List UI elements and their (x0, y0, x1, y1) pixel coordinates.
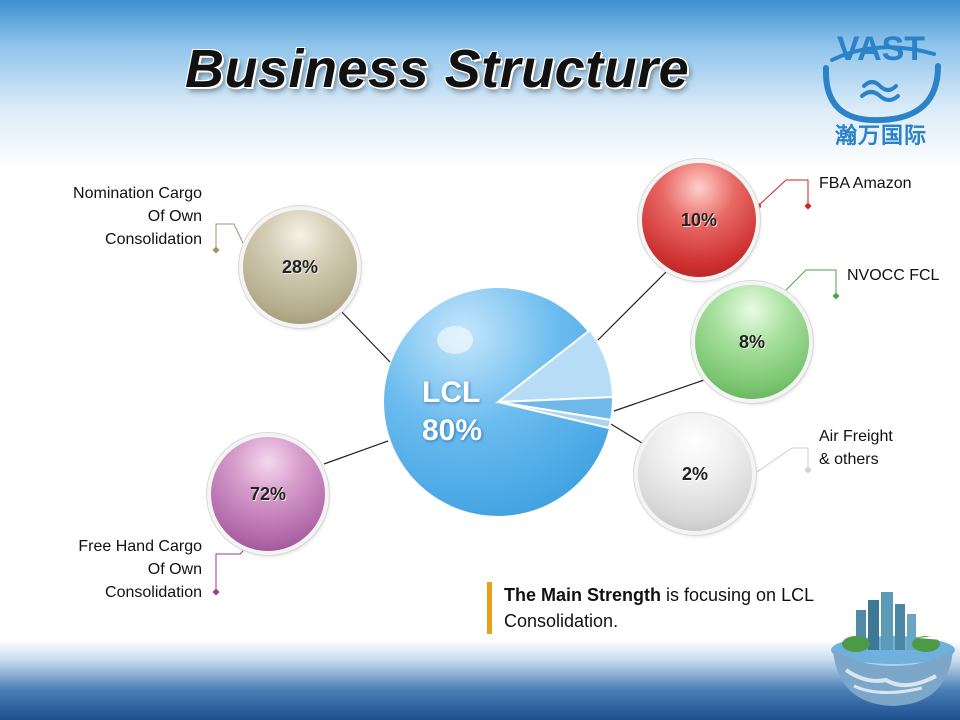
logo-chinese-text: 瀚万国际 (834, 124, 927, 149)
label-free-hand: Free Hand Cargo Of Own Consolidation (78, 538, 202, 601)
callout-nomination (215, 223, 251, 259)
label-nomination: Nomination Cargo Of Own Consolidation (73, 185, 202, 248)
bubble-nvocc-value: 8% (738, 331, 765, 352)
company-logo: VAST 瀚万国际 (816, 28, 946, 149)
callout-nvocc (779, 269, 837, 297)
bubble-free-hand: 72% (211, 437, 325, 551)
label-fba: FBA Amazon (819, 175, 912, 192)
callout-air (753, 447, 809, 475)
bubble-air: 2% (638, 417, 752, 531)
page-title: Business Structure (185, 39, 690, 99)
bubble-free-hand-value: 72% (249, 483, 287, 504)
bubble-fba: 10% (642, 163, 756, 277)
label-air: Air Freight & others (819, 428, 893, 468)
strength-bold-text: The Main Strength (504, 585, 661, 605)
connector-nomination (337, 307, 391, 363)
lcl-value: 80% (422, 414, 483, 447)
connector-nvocc (613, 378, 708, 412)
connector-free-hand (323, 440, 389, 465)
bubble-nomination: 28% (243, 210, 357, 324)
connector-air (605, 420, 643, 444)
callout-fba (757, 179, 809, 207)
pie-slice-air (497, 401, 613, 430)
bubble-nomination-value: 28% (281, 256, 319, 277)
bubble-fba-value: 10% (680, 209, 718, 230)
bubble-nvocc: 8% (695, 285, 809, 399)
bubble-air-value: 2% (681, 463, 708, 484)
label-nvocc: NVOCC FCL (847, 267, 940, 284)
strength-rest-text: is focusing on LCL Consolidation. (504, 585, 814, 631)
logo-text: VAST (837, 30, 925, 68)
lcl-center-label: LCL 80% (422, 374, 512, 450)
connector-fba (595, 265, 673, 343)
main-strength-note: The Main Strength is focusing on LCL Con… (487, 582, 854, 634)
globe-city-icon (826, 588, 960, 714)
wave-swoosh-logo-icon: VAST (822, 30, 941, 124)
lcl-label: LCL (422, 376, 481, 409)
